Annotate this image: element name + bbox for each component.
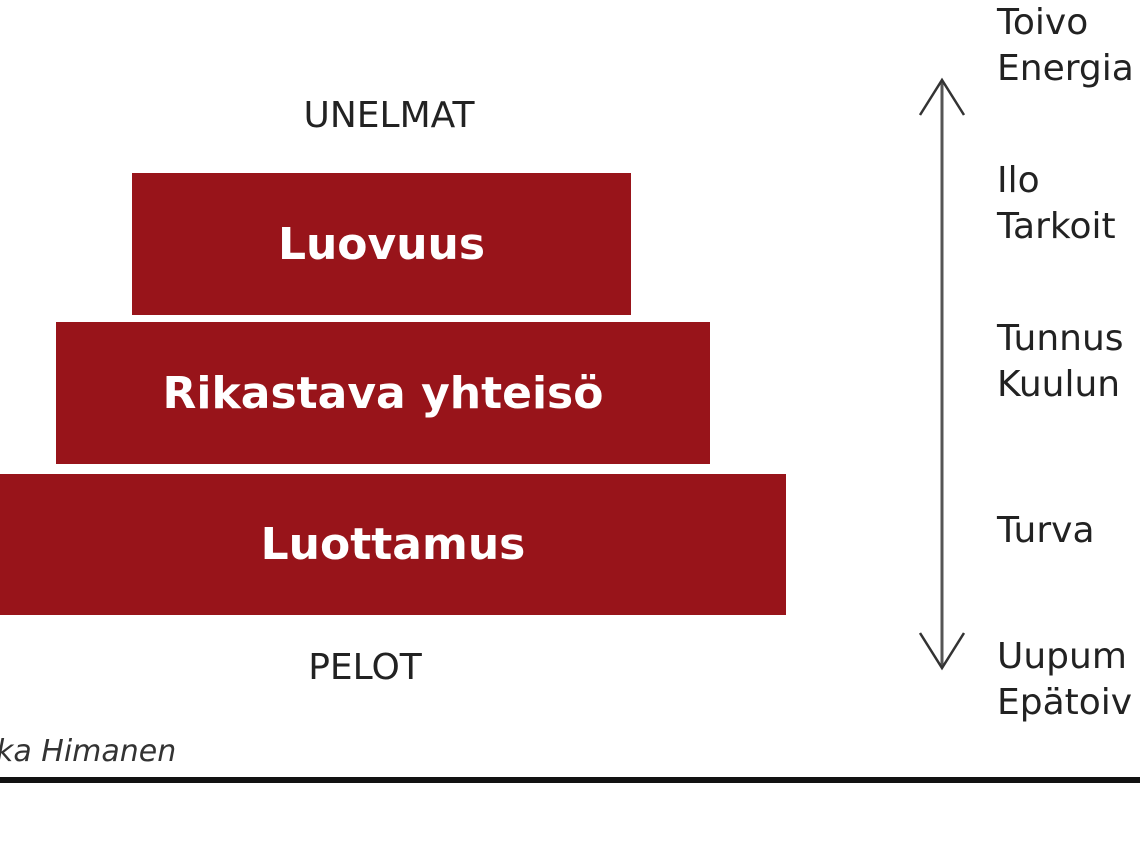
divider	[0, 777, 1140, 783]
pyramid-level-top: Luovuus	[132, 173, 631, 315]
top-label: UNELMAT	[303, 95, 475, 136]
right-label-4: Turva	[997, 510, 1095, 551]
author-credit: ka Himanen	[0, 734, 177, 769]
bottom-label: PELOT	[308, 647, 422, 688]
pyramid-level-bottom: Luottamus	[0, 474, 786, 615]
pyramid-level-middle: Rikastava yhteisö	[56, 322, 710, 464]
